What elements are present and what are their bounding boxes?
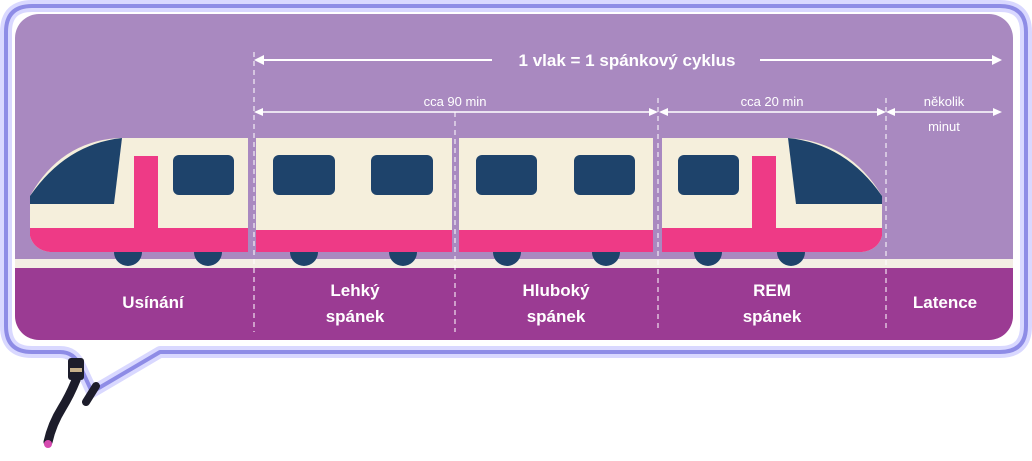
phase-latence-label: Latence bbox=[913, 293, 977, 312]
window bbox=[173, 155, 234, 195]
phase-lehky-label-line2: spánek bbox=[326, 307, 385, 326]
window bbox=[678, 155, 739, 195]
train-car-middle-2 bbox=[459, 138, 653, 266]
train-car-middle-1 bbox=[256, 138, 452, 266]
duration-90-label: cca 90 min bbox=[424, 94, 487, 109]
duration-few-label-line2: minut bbox=[928, 119, 960, 134]
phase-hluboky-label-line2: spánek bbox=[527, 307, 586, 326]
window bbox=[476, 155, 537, 195]
cycle-label: 1 vlak = 1 spánkový cyklus bbox=[519, 51, 736, 70]
window bbox=[371, 155, 433, 195]
duration-20-label: cca 20 min bbox=[741, 94, 804, 109]
duration-few-label-line1: několik bbox=[924, 94, 965, 109]
phase-usinani-label: Usínání bbox=[122, 293, 185, 312]
phase-rem-label-line1: REM bbox=[753, 281, 791, 300]
phase-hluboky-label-line1: Hluboký bbox=[522, 281, 590, 300]
phase-lehky-label-line1: Lehký bbox=[330, 281, 380, 300]
window bbox=[273, 155, 335, 195]
window bbox=[574, 155, 635, 195]
phase-rem-label-line2: spánek bbox=[743, 307, 802, 326]
